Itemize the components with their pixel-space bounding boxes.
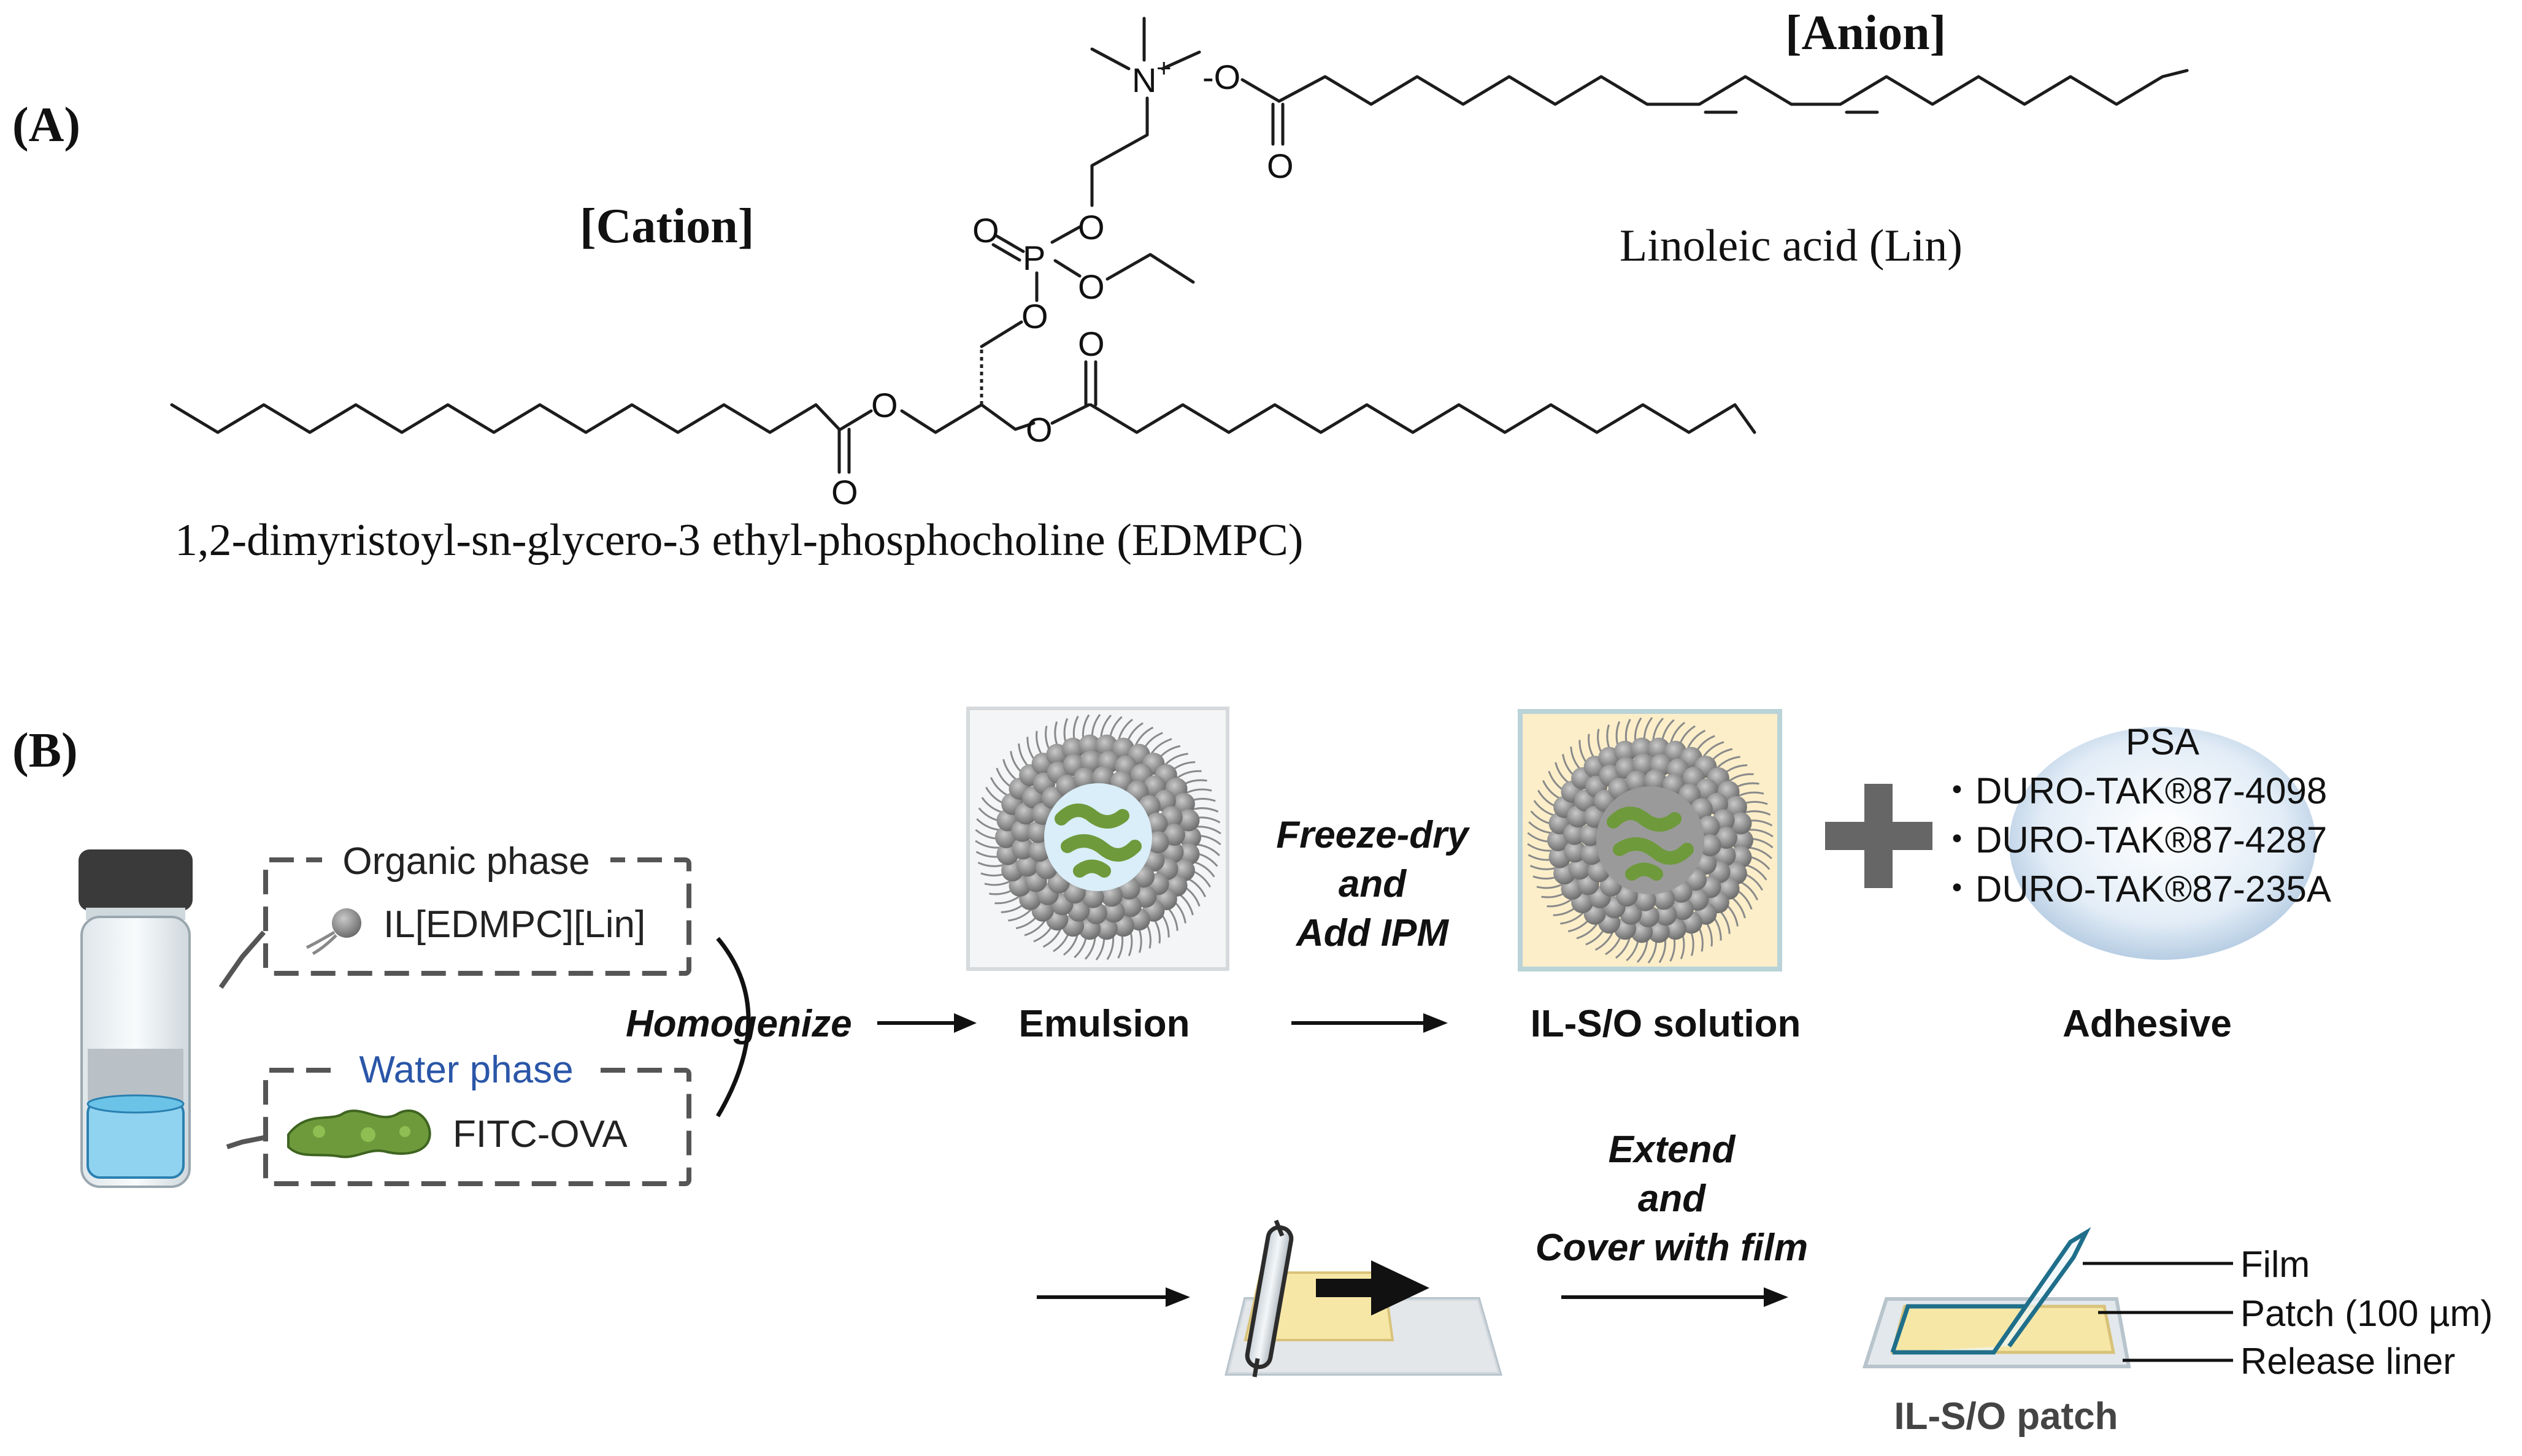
water-phase-title-bg [340, 1049, 592, 1092]
ilso-solution-label: IL-S/O solution [1531, 1003, 1801, 1045]
extend-arrow [1561, 1287, 1788, 1307]
right-carbonyl-oxygen: O [1078, 324, 1105, 363]
psa-item-3: ・DURO-TAK®87-235A [1939, 868, 2331, 910]
ethyl-ester-oxygen: O [1078, 267, 1105, 306]
homogenize-label: Homogenize [626, 1003, 852, 1045]
choline-chain [1090, 96, 1149, 207]
second-row-arrow [1037, 1287, 1190, 1307]
water-callout-tail [226, 1135, 264, 1149]
sn2-ester-bond [1050, 403, 1091, 425]
sn2-ester-oxygen: O [1026, 410, 1053, 449]
p-double-o-1 [995, 234, 1025, 253]
plus-icon [1825, 784, 1932, 888]
linoleate-structure: -O O [1202, 58, 2189, 185]
p-o-ethyl-bond [1053, 259, 1082, 278]
carboxylate-bond [1240, 78, 1281, 103]
phosphate-lower-oxygen: O [1021, 297, 1048, 335]
homogenize-arrow [877, 1013, 977, 1033]
nitrogen-atom: N [1132, 61, 1156, 99]
choline-oxygen: O [1078, 208, 1105, 247]
vial-icon [79, 849, 193, 1188]
adhesive-label: Adhesive [2063, 1003, 2232, 1045]
p-double-o-2 [991, 243, 1021, 262]
left-ester-oxygen: O [871, 386, 898, 424]
ilso-patch-label: IL-S/O patch [1894, 1395, 2118, 1438]
freeze-dry-line-2: and [1339, 863, 1407, 905]
ilso-droplet-icon [1527, 717, 1774, 964]
organic-component: IL[EDMPC][Lin] [383, 903, 645, 946]
carboxylate-oxygen: -O [1202, 58, 1240, 96]
cation-label: [Cation] [580, 199, 754, 253]
psa-title: PSA [2126, 721, 2199, 762]
emulsion-droplet-icon [975, 714, 1221, 960]
linoleate-chain [1277, 69, 2189, 106]
water-phase-title: Water phase [359, 1049, 573, 1091]
panel-b-label: (B) [12, 724, 78, 778]
psa-item-1: ・DURO-TAK®87-4098 [1939, 770, 2327, 811]
ethyl-group [1105, 253, 1195, 284]
carboxylate-carbonyl-oxygen: O [1267, 147, 1294, 185]
left-ester-bond [839, 409, 873, 431]
n-methyl-right [1161, 50, 1201, 71]
homogenize-bracket [715, 937, 751, 1117]
p-o-choline-bond [1050, 225, 1082, 244]
patch-label: Patch (100 µm) [2240, 1293, 2493, 1334]
glycerol-backbone [900, 403, 1036, 434]
vial-meniscus [87, 1094, 185, 1114]
phosphoryl-oxygen: O [972, 211, 999, 250]
freeze-dry-line-1: Freeze-dry [1276, 814, 1471, 856]
organic-phase-title: Organic phase [342, 840, 590, 883]
anion-label: [Anion] [1785, 6, 1946, 60]
casting-roller-icon [1224, 1219, 1502, 1377]
linoleic-name: Linoleic acid (Lin) [1620, 221, 1963, 271]
organic-callout-tail [218, 930, 266, 989]
left-carbonyl-oxygen: O [831, 473, 858, 512]
freeze-dry-arrow [1291, 1013, 1448, 1033]
protein-icon [287, 1109, 431, 1159]
extend-line-2: and [1638, 1178, 1706, 1220]
panel-a-label: (A) [12, 98, 80, 152]
film-label: Film [2240, 1244, 2310, 1285]
psa-item-2: ・DURO-TAK®87-4287 [1939, 819, 2327, 860]
organic-phase-title-bg [322, 840, 610, 883]
phosphorus-atom: P [1023, 239, 1045, 277]
glycerol-up-bond [980, 320, 1023, 348]
freeze-dry-line-3: Add IPM [1295, 912, 1449, 954]
left-acyl-chain [170, 403, 841, 434]
patch-illustration [1862, 1227, 2131, 1368]
edmpc-name: 1,2-dimyristoyl-sn-glycero-3 ethyl-phosp… [175, 515, 1303, 565]
lipid-molecule-icon [306, 908, 361, 956]
n-methyl-left [1090, 47, 1131, 71]
right-acyl-chain [1089, 403, 1756, 434]
release-liner-label: Release liner [2240, 1341, 2455, 1382]
extend-line-3: Cover with film [1536, 1227, 1808, 1269]
emulsion-label: Emulsion [1018, 1003, 1190, 1045]
extend-line-1: Extend [1609, 1128, 1736, 1171]
psa-blob [2009, 727, 2316, 960]
edmpc-structure: O O O O P O O O N + O [170, 17, 1756, 512]
water-component: FITC-OVA [453, 1113, 628, 1155]
vial-cap [79, 849, 193, 911]
